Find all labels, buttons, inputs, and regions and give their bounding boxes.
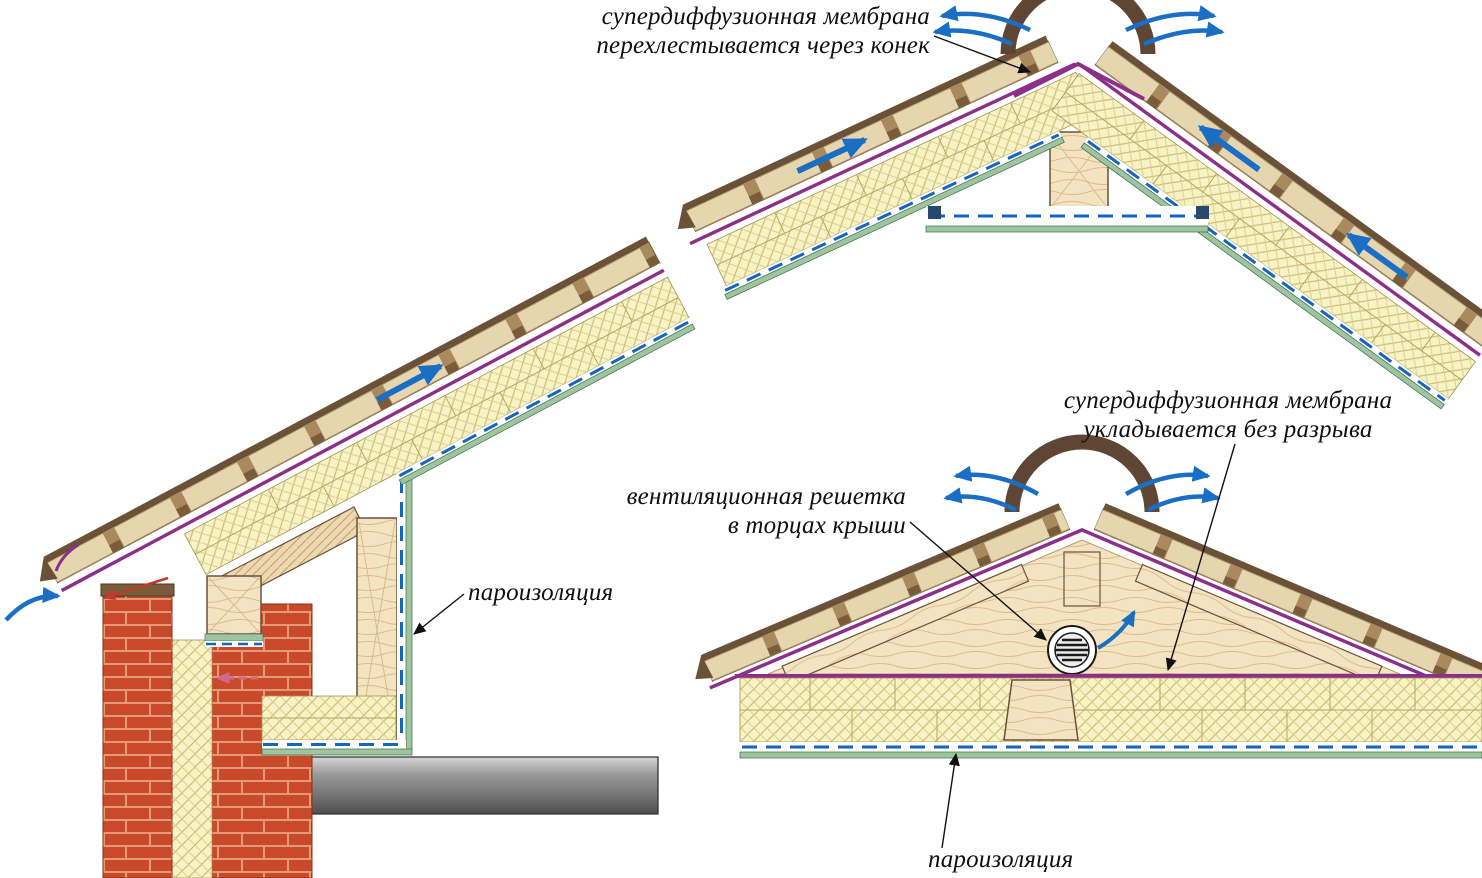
eave-wall-section <box>4 236 696 878</box>
label-vapor-barrier-bottom: пароизоляция <box>928 846 1074 873</box>
leader-vent-grille <box>909 521 1047 641</box>
diffusion-membrane <box>60 268 665 593</box>
vent-grille-icon <box>1047 625 1097 675</box>
wall-plate <box>204 575 264 647</box>
airflow-arrow <box>943 487 1018 513</box>
leader-vapor-barrier-left <box>413 593 465 635</box>
cavity-insulation <box>171 639 213 878</box>
airflow-arrow <box>1124 465 1211 496</box>
airflow-arrow <box>1345 232 1409 280</box>
attic-floor-insulation <box>735 674 1482 759</box>
wood-block <box>1003 679 1079 741</box>
ridge-overlap-section <box>677 0 1482 410</box>
ridge-vent-section <box>695 434 1482 849</box>
wall-top-cap <box>100 583 175 597</box>
brick-wall-outer-leaf <box>102 593 173 878</box>
airflow-arrow <box>375 363 444 403</box>
leader-ridge-overlap <box>933 35 1032 74</box>
membrane-continuous <box>735 674 1482 678</box>
airflow-arrow <box>1197 124 1261 173</box>
membrane-drip-edge <box>54 543 79 572</box>
eave-roof-slope <box>39 236 696 593</box>
leader-vapor-barrier-bottom <box>941 752 960 849</box>
airflow-arrow <box>4 586 61 622</box>
airflow-arrow <box>1143 21 1225 47</box>
leader-membrane-no-break <box>1165 443 1236 672</box>
membrane-arrow <box>102 576 169 600</box>
airflow-arrow <box>796 137 868 174</box>
steel-beam <box>282 756 659 815</box>
label-membrane-overlap-ridge: супердиффузионная мембрана перехлестывае… <box>596 3 930 59</box>
vent-right-slope <box>1080 503 1482 701</box>
ridge-strut <box>1063 551 1101 607</box>
airflow-arrow <box>1125 5 1217 33</box>
airflow-arrow <box>932 21 1013 47</box>
airflow-arrow <box>1096 609 1136 650</box>
membrane-ridge-overlap <box>1013 61 1145 101</box>
airflow-arrow <box>953 465 1040 496</box>
ridge-inner-lining <box>925 206 1209 233</box>
label-membrane-no-break: супердиффузионная мембрана укладывается … <box>1063 387 1393 443</box>
ridge-left-slope <box>677 35 1096 300</box>
airflow-arrow <box>1146 487 1221 513</box>
ridge-cap <box>1004 434 1160 513</box>
vent-left-slope <box>695 503 1084 690</box>
ridge-right-slope <box>1051 41 1482 410</box>
airflow-arrow <box>939 5 1031 33</box>
label-vent-grille: вентиляционная решетка в торцах крыши <box>626 483 906 539</box>
label-vapor-barrier-left: пароизоляция <box>468 579 614 606</box>
